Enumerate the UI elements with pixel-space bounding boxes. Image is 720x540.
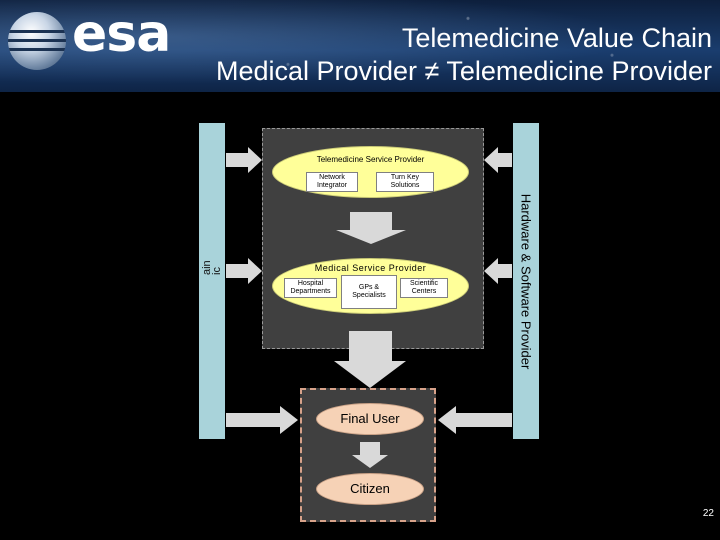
logo-text: esa xyxy=(72,4,171,64)
final-user-ellipse: Final User xyxy=(316,403,424,435)
network-integrator-box: Network Integrator xyxy=(306,172,358,192)
scientific-centers-box: Scientific Centers xyxy=(400,278,448,298)
arrow-down-citizen xyxy=(352,442,388,468)
turn-key-solutions-box: Turn Key Solutions xyxy=(376,172,434,192)
arrow-left-top xyxy=(226,147,262,173)
hardware-software-provider-bar xyxy=(513,123,539,439)
hospital-departments-box: Hospital Departments xyxy=(284,278,337,298)
arrow-down-main xyxy=(334,331,406,388)
arrow-down-inner xyxy=(336,212,406,244)
arrow-left-final xyxy=(226,406,298,434)
medical-service-provider-label: Medical Service Provider xyxy=(314,263,427,273)
left-provider-bar xyxy=(199,123,225,439)
telemedicine-service-provider-label: Telemedicine Service Provider xyxy=(316,155,425,164)
arrow-right-final xyxy=(438,406,512,434)
arrow-right-mid xyxy=(484,258,512,284)
slide-title: Telemedicine Value Chain Medical Provide… xyxy=(216,22,712,88)
telemedicine-service-provider-ellipse: Telemedicine Service Provider xyxy=(272,146,469,198)
globe-band xyxy=(8,30,66,33)
slide-header: esa Telemedicine Value Chain Medical Pro… xyxy=(0,0,720,92)
title-line-1: Telemedicine Value Chain xyxy=(401,23,712,53)
page-number: 22 xyxy=(702,508,714,519)
header-background xyxy=(0,0,720,92)
globe-band xyxy=(8,48,66,51)
citizen-ellipse: Citizen xyxy=(316,473,424,505)
esa-logo: esa xyxy=(8,4,173,70)
arrow-right-top xyxy=(484,147,512,173)
arrow-left-mid xyxy=(226,258,262,284)
title-line-2: Medical Provider ≠ Telemedicine Provider xyxy=(215,56,712,86)
globe-icon xyxy=(8,12,66,70)
gps-specialists-box: GPs & Specialists xyxy=(341,275,397,309)
globe-band xyxy=(8,39,66,42)
